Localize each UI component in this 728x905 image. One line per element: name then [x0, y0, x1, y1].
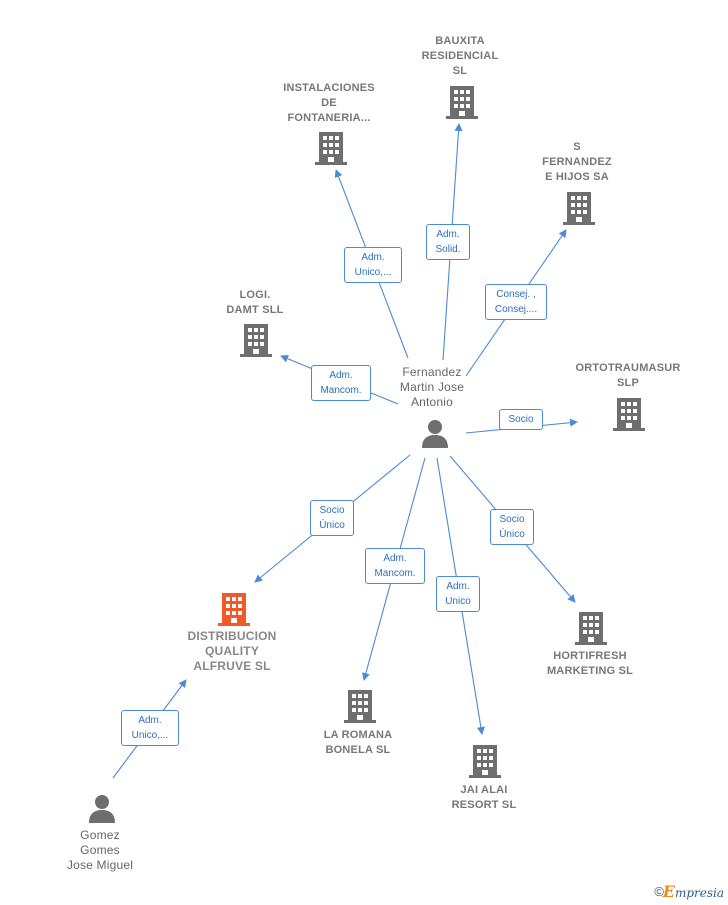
company-label-laromana[interactable]: LA ROMANA BONELA SL	[323, 729, 393, 756]
edge-label-bauxita[interactable]: Adm. Solid.	[426, 224, 470, 260]
building-icon[interactable]	[344, 688, 376, 724]
edge-label-hortifresh[interactable]: Socio Único	[490, 509, 534, 545]
building-icon[interactable]	[240, 322, 272, 358]
person-icon[interactable]	[87, 793, 117, 823]
brand-name: mpresia	[674, 886, 724, 900]
company-label-distribucion[interactable]: DISTRIBUCION QUALITY ALFRUVE SL	[187, 629, 277, 673]
building-icon[interactable]	[563, 190, 595, 226]
company-label-logi[interactable]: LOGI. DAMT SLL	[226, 289, 284, 316]
person-icon[interactable]	[420, 418, 450, 448]
copyright-icon: ©	[654, 884, 664, 899]
company-label-ortotraumasur[interactable]: ORTOTRAUMASUR SLP	[575, 362, 681, 389]
edge-label-gomez[interactable]: Adm. Unico,...	[121, 710, 179, 746]
person-label-gomez[interactable]: Gomez Gomes Jose Miguel	[66, 828, 134, 872]
building-icon[interactable]	[613, 396, 645, 432]
company-label-hortifresh[interactable]: HORTIFRESH MARKETING SL	[546, 650, 634, 677]
building-icon[interactable]	[469, 743, 501, 779]
building-icon[interactable]	[315, 130, 347, 166]
edge-label-sfernandez[interactable]: Consej. , Consej....	[485, 284, 547, 320]
edge-label-jaialai[interactable]: Adm. Unico	[436, 576, 480, 612]
edge-label-instalaciones[interactable]: Adm. Unico,...	[344, 247, 402, 283]
building-icon[interactable]	[575, 610, 607, 646]
building-icon[interactable]	[446, 84, 478, 120]
company-label-sfernandez[interactable]: S FERNANDEZ E HIJOS SA	[542, 141, 612, 183]
edge-label-laromana[interactable]: Adm. Mancom.	[365, 548, 425, 584]
brand-logo: Empresia	[663, 882, 724, 901]
building-icon-focus[interactable]	[218, 591, 250, 627]
company-label-bauxita[interactable]: BAUXITA RESIDENCIAL SL	[421, 35, 499, 77]
edge-label-ortotraumasur[interactable]: Socio	[499, 409, 543, 430]
company-label-jaialai[interactable]: JAI ALAI RESORT SL	[451, 784, 517, 811]
company-label-instalaciones[interactable]: INSTALACIONES DE FONTANERIA...	[283, 82, 375, 124]
person-label-center[interactable]: Fernandez Martin Jose Antonio	[399, 365, 465, 409]
brand-initial: E	[662, 882, 675, 901]
edge-label-logi[interactable]: Adm. Mancom.	[311, 365, 371, 401]
edge-label-distribucion[interactable]: Socio Único	[310, 500, 354, 536]
